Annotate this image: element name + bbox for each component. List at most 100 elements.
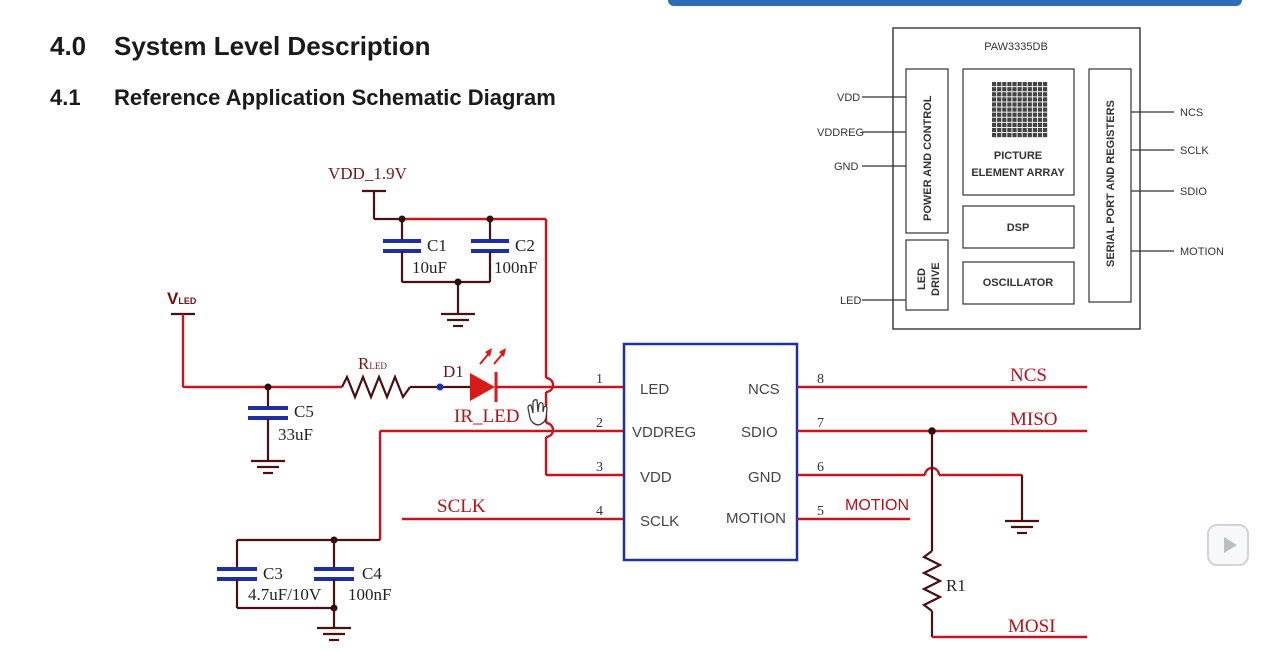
net-mosi: MOSI xyxy=(1008,616,1056,637)
block-power-control xyxy=(905,68,949,234)
pixel-cell xyxy=(1002,133,1007,138)
pixel-cell xyxy=(1037,102,1043,107)
pixel-cell xyxy=(1043,127,1048,133)
pixel-cell xyxy=(1022,82,1027,87)
hand-cursor-icon xyxy=(527,399,548,426)
pixel-cell xyxy=(1037,127,1043,133)
pixel-cell xyxy=(1007,102,1012,107)
pixel-cell xyxy=(1043,97,1048,102)
pixel-cell xyxy=(1032,127,1037,133)
pixel-cell xyxy=(1037,97,1043,102)
pixel-cell xyxy=(1027,107,1032,112)
pixel-cell xyxy=(1007,92,1012,97)
pin-1-num: 1 xyxy=(596,372,603,387)
c5-ref: C5 xyxy=(294,402,314,421)
block-dsp xyxy=(962,205,1075,249)
pixel-cell xyxy=(1043,92,1048,97)
pixel-cell xyxy=(1043,133,1048,138)
pixel-cell xyxy=(1027,97,1032,102)
pixel-cell xyxy=(1022,117,1027,122)
pixel-cell xyxy=(1002,112,1007,117)
c1-ref: C1 xyxy=(427,236,447,255)
pin-4-name: SCLK xyxy=(640,513,679,530)
pixel-cell xyxy=(1002,127,1007,133)
pin-2-num: 2 xyxy=(596,416,603,431)
pixel-cell xyxy=(1027,82,1032,87)
pixel-cell xyxy=(1012,102,1017,107)
pin-5-name: MOTION xyxy=(726,510,786,527)
pixel-cell xyxy=(1043,102,1048,107)
section-number: 4.0 xyxy=(50,31,87,61)
pixel-cell xyxy=(1002,82,1007,87)
pixel-cell xyxy=(997,117,1002,122)
pixel-cell xyxy=(1043,122,1048,127)
pixel-cell xyxy=(997,133,1002,138)
pixel-cell xyxy=(1037,133,1043,138)
rled-label: RLED xyxy=(358,354,387,373)
block-pea-line2: ELEMENT ARRAY xyxy=(971,167,1065,179)
pixel-cell xyxy=(1043,112,1048,117)
pin-7-name: SDIO xyxy=(741,424,778,441)
net-motion: MOTION xyxy=(845,497,909,514)
pixel-cell xyxy=(1043,107,1048,112)
pixel-cell xyxy=(1032,82,1037,87)
pin-2-name: VDDREG xyxy=(632,424,696,441)
pixel-cell xyxy=(1012,112,1017,117)
bd-pin-vdd: VDD xyxy=(837,92,860,104)
bd-pin-sdio: SDIO xyxy=(1180,186,1207,198)
block-led-drive xyxy=(905,239,949,311)
pixel-cell xyxy=(992,82,997,87)
pixel-cell xyxy=(1022,112,1027,117)
subsection-number: 4.1 xyxy=(50,85,81,110)
c4-value: 100nF xyxy=(348,585,391,604)
pixel-cell xyxy=(1012,87,1017,92)
pixel-cell xyxy=(1017,127,1022,133)
c5-value: 33uF xyxy=(278,425,313,444)
vled-main: V xyxy=(167,289,179,308)
pixel-cell xyxy=(1022,127,1027,133)
r1-resistor xyxy=(921,550,943,612)
c2-ref: C2 xyxy=(515,236,535,255)
pixel-cell xyxy=(997,97,1002,102)
pixel-cell xyxy=(1022,97,1027,102)
pixel-cell xyxy=(1007,133,1012,138)
pixel-cell xyxy=(1007,87,1012,92)
pixel-cell xyxy=(997,87,1002,92)
block-oscillator-label: OSCILLATOR xyxy=(983,277,1054,289)
pixel-cell xyxy=(1007,97,1012,102)
pixel-cell xyxy=(1037,117,1043,122)
block-oscillator xyxy=(962,261,1075,305)
pixel-cell xyxy=(1017,102,1022,107)
pixel-cell xyxy=(1032,87,1037,92)
pixel-cell xyxy=(1027,117,1032,122)
r1-ref: R1 xyxy=(946,576,966,595)
pixel-cell xyxy=(1002,122,1007,127)
pixel-cell xyxy=(992,122,997,127)
rled-main: R xyxy=(358,354,370,373)
pixel-cell xyxy=(1032,112,1037,117)
bd-pin-gnd: GND xyxy=(834,161,859,173)
pixel-cell xyxy=(1012,97,1017,102)
pixel-cell xyxy=(992,107,997,112)
bd-pin-ncs: NCS xyxy=(1180,107,1203,119)
video-play-button[interactable] xyxy=(1207,524,1249,566)
rled-sub: LED xyxy=(369,361,387,371)
pixel-cell xyxy=(1027,92,1032,97)
pixel-cell xyxy=(1037,87,1043,92)
pixel-cell xyxy=(1007,127,1012,133)
pixel-cell xyxy=(1017,97,1022,102)
pixel-cell xyxy=(1043,117,1048,122)
pixel-cell xyxy=(1032,122,1037,127)
d1-ref: D1 xyxy=(443,362,464,381)
bd-pin-vddreg: VDDREG xyxy=(817,127,864,139)
pixel-cell xyxy=(1002,92,1007,97)
pin-6-name: GND xyxy=(748,469,782,486)
pixel-cell xyxy=(1022,87,1027,92)
block-pea-line1: PICTURE xyxy=(994,150,1042,162)
pixel-cell xyxy=(1022,133,1027,138)
pixel-cell xyxy=(1007,112,1012,117)
pixel-cell xyxy=(1012,127,1017,133)
pin-3-num: 3 xyxy=(596,460,603,475)
block-dsp-label: DSP xyxy=(1007,222,1030,234)
